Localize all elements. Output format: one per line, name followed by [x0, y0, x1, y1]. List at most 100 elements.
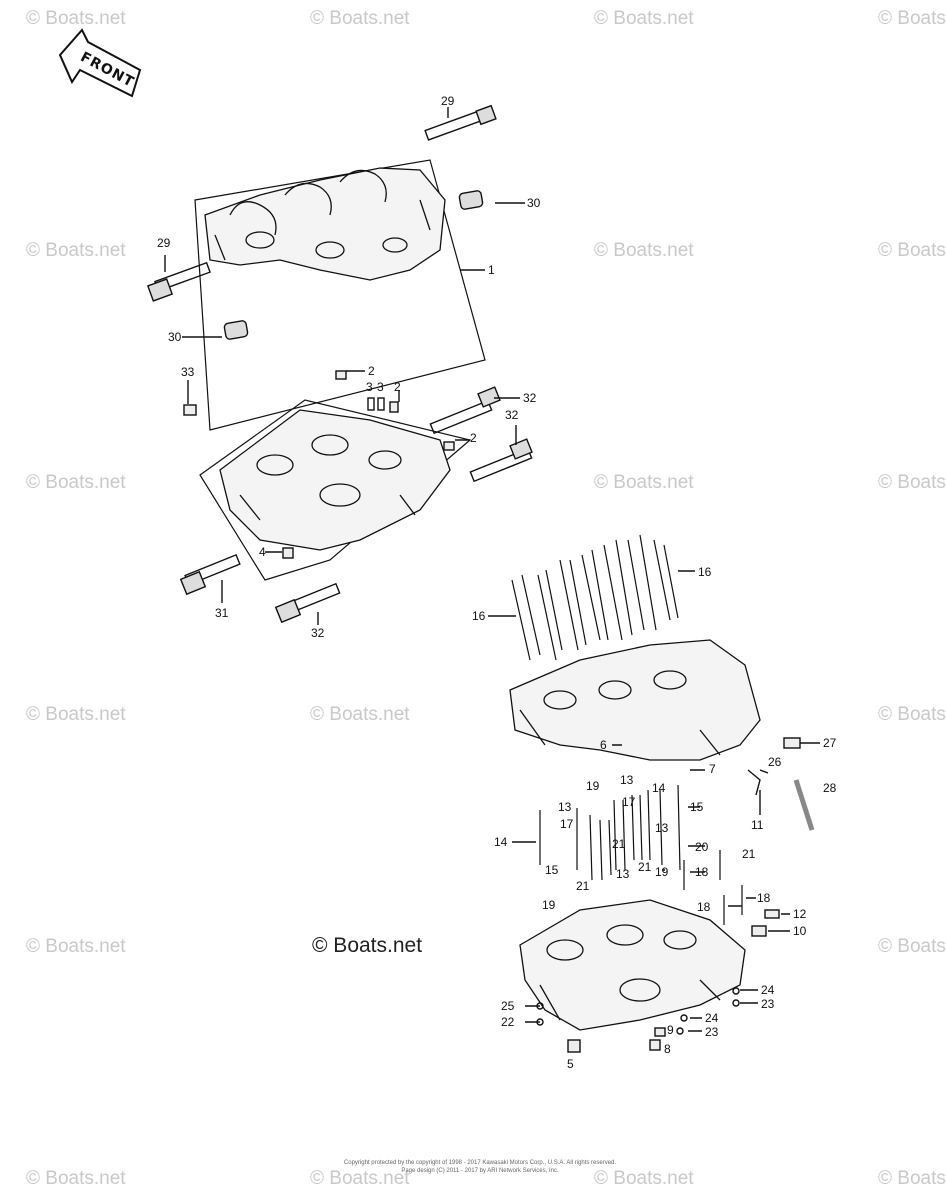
bearing-30-top: [458, 190, 484, 210]
dowel-2: [335, 370, 347, 380]
callout-24: 24: [761, 983, 775, 997]
callout-18: 18: [697, 900, 711, 914]
callout-3: 3: [377, 380, 384, 394]
bolts-middle: [539, 784, 743, 925]
callout-18: 18: [695, 865, 709, 879]
watermark: © Boats.net: [594, 8, 694, 29]
upper-crankcase: [204, 167, 446, 281]
callout-18: 18: [757, 891, 771, 905]
callout-25: 25: [501, 999, 515, 1013]
callout-29: 29: [441, 94, 455, 108]
washer-22: [536, 1018, 544, 1026]
bearing-29-left: [146, 261, 211, 302]
callout-13: 13: [655, 821, 669, 835]
watermark: © Boats.net: [878, 1168, 946, 1189]
ring-33: [183, 404, 197, 416]
callout-9: 9: [667, 1023, 674, 1037]
dowel-2: [443, 441, 455, 451]
plug-4: [282, 547, 294, 559]
washer-23: [676, 1027, 684, 1035]
footer-line-2: Page design (C) 2011 - 2017 by ARI Netwo…: [401, 1167, 559, 1174]
callout-13: 13: [616, 867, 630, 881]
watermark: © Boats.net: [310, 8, 410, 29]
callout-13: 13: [620, 773, 634, 787]
bearing-32-bottom: [274, 582, 341, 624]
callout-8: 8: [664, 1042, 671, 1056]
pin-3: [367, 397, 375, 411]
bearing-32-right: [429, 386, 501, 435]
callout-26: 26: [768, 755, 782, 769]
bearing-30-left: [223, 320, 249, 340]
callout-13: 13: [558, 800, 572, 814]
callout-32: 32: [311, 626, 325, 640]
part-9: [654, 1027, 666, 1037]
watermark: © Boats.net: [878, 240, 946, 261]
washer-24: [732, 987, 740, 995]
plug-5: [567, 1039, 581, 1053]
watermark: © Boats.net: [594, 1168, 694, 1189]
callout-6: 6: [600, 738, 607, 752]
watermark: © Boats.net: [26, 8, 126, 29]
watermark: © Boats.net: [26, 704, 126, 725]
hose-28: [793, 779, 815, 831]
callout-1: 1: [488, 263, 495, 277]
callout-16: 16: [698, 565, 712, 579]
callout-21: 21: [576, 879, 590, 893]
part-12: [764, 909, 780, 919]
bearing-31: [179, 553, 241, 596]
watermark: © Boats.net: [310, 704, 410, 725]
callout-23: 23: [761, 997, 775, 1011]
callout-27: 27: [823, 736, 837, 750]
callout-21: 21: [638, 860, 652, 874]
callout-12: 12: [793, 907, 807, 921]
lower-crankcase-2: [519, 899, 746, 1031]
watermark: © Boats.net: [26, 472, 126, 493]
dowel-2: [389, 401, 399, 413]
watermark: © Boats.net: [310, 1168, 410, 1189]
callout-17: 17: [560, 817, 574, 831]
watermark: © Boats.net: [878, 472, 946, 493]
callout-32: 32: [505, 408, 519, 422]
callout-16: 16: [472, 609, 486, 623]
callout-21: 21: [612, 837, 626, 851]
watermark: © Boats.net: [878, 704, 946, 725]
lower-crankcase: [219, 409, 451, 551]
callout-33: 33: [181, 365, 195, 379]
callout-19: 19: [542, 898, 556, 912]
callout-32: 32: [523, 391, 537, 405]
callout-15: 15: [690, 800, 704, 814]
fitting-27: [783, 737, 801, 749]
studs-16: [511, 534, 679, 661]
part-10: [751, 925, 767, 937]
footer-notice: Copyright protected by the copyright of …: [330, 1160, 630, 1176]
upper-crankcase-2: [509, 639, 761, 761]
callout-20: 20: [695, 840, 709, 854]
watermark: © Boats.net: [594, 472, 694, 493]
watermark: © Boats.net: [878, 8, 946, 29]
oring-25: [536, 1002, 544, 1010]
bearing-32-right2: [469, 438, 533, 483]
copyright-mark: © Boats.net: [312, 934, 423, 957]
callout-15: 15: [545, 863, 559, 877]
callout-2: 2: [470, 431, 477, 445]
washer-24: [680, 1014, 688, 1022]
callout-22: 22: [501, 1015, 515, 1029]
callout-2: 2: [394, 380, 401, 394]
watermark: © Boats.net: [594, 240, 694, 261]
callout-21: 21: [742, 847, 756, 861]
pin-3: [377, 397, 385, 411]
part-8: [649, 1039, 661, 1051]
callout-29: 29: [157, 236, 171, 250]
callout-23: 23: [705, 1025, 719, 1039]
callout-24: 24: [705, 1011, 719, 1025]
callout-19: 19: [586, 779, 600, 793]
callout-4: 4: [259, 545, 266, 559]
callout-7: 7: [709, 762, 716, 776]
watermark: © Boats.net: [26, 936, 126, 957]
callout-19: 19: [655, 865, 669, 879]
footer-line-1: Copyright protected by the copyright of …: [343, 1160, 617, 1166]
watermark: © Boats.net: [26, 1168, 126, 1189]
callout-5: 5: [567, 1057, 574, 1071]
callout-30: 30: [527, 196, 541, 210]
